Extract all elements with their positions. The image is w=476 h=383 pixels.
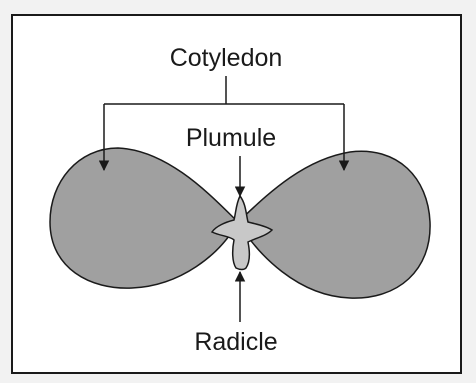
left-cotyledon [50,148,238,288]
right-cotyledon [238,151,430,298]
radicle-label: Radicle [194,328,277,356]
cotyledon-label: Cotyledon [170,44,283,72]
plumule-label: Plumule [186,124,276,152]
